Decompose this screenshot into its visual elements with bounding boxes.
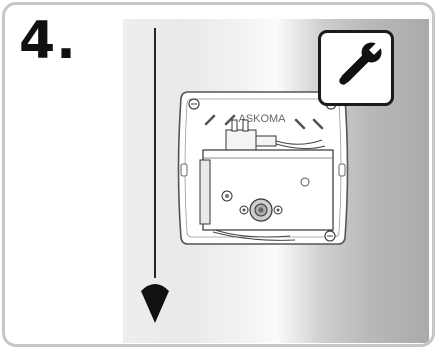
step-number: 4. bbox=[19, 11, 77, 71]
terminal-block bbox=[225, 119, 277, 151]
tool-badge bbox=[318, 30, 394, 106]
adjustment-dial bbox=[239, 198, 283, 222]
brand-label: ASKOMA bbox=[238, 113, 286, 125]
circuit-board bbox=[199, 149, 334, 231]
mounting-screw bbox=[188, 98, 200, 110]
wrench-icon bbox=[339, 40, 384, 85]
thermostat-base-plate: ASKOMA bbox=[177, 91, 349, 245]
mounting-screw bbox=[324, 230, 336, 242]
plumb-line-arrow-icon bbox=[141, 28, 169, 323]
